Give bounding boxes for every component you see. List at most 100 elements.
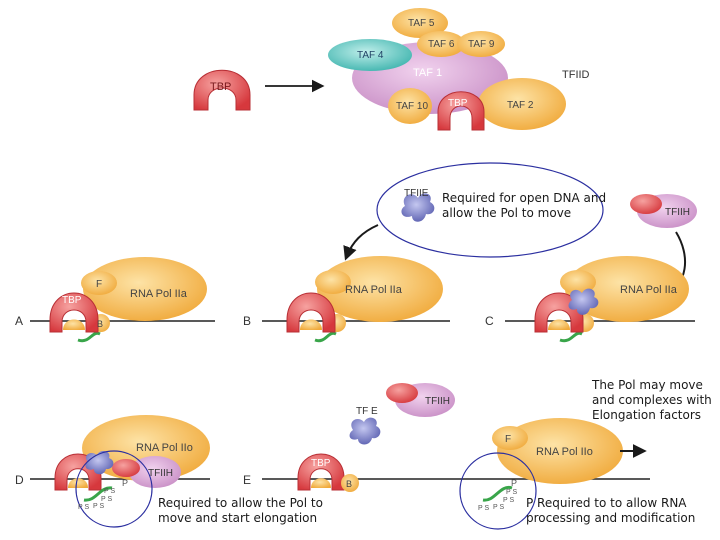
taf10-label: TAF 10 [396,101,428,112]
stage-a-b: B [97,319,103,329]
note-rna-processing-line1: P Required to to allow RNA [526,496,687,510]
promoter-c [548,319,570,330]
note-start-elongation-line1: Required to allow the Pol to [158,496,323,510]
stage-d-tfiih: TFIIH [148,468,173,479]
promoter-b [300,319,322,330]
stage-d-ps4: P S [78,504,89,511]
tbp-a [49,292,99,333]
stage-e-b: B [346,479,352,489]
stage-f-pol: RNA Pol IIo [536,446,593,458]
tbp-free-label: TBP [210,81,231,93]
tfiih2-red-subunit [386,383,418,403]
stage-b-letter: B [243,314,251,328]
stage-f-ps4: P S [478,505,489,512]
taf1-label: TAF 1 [413,67,442,79]
note-elongation-line2: and complexes with [592,393,712,407]
tfiih-label: TFIIH [665,207,690,218]
stage-d-ps3: P S [93,503,104,510]
stage-f-ps2: P S [503,497,514,504]
tfiif-a [81,271,117,295]
arrow-tfiie-to-b [343,224,379,261]
stage-c-pol: RNA Pol IIa [620,284,678,296]
note-start-elongation-line2: move and start elongation [158,511,318,525]
stage-d-letter: D [15,473,24,487]
note1-highlight-ellipse [376,162,604,258]
taf6 [417,31,465,57]
stage-e-letter: E [243,473,251,487]
note-elongation-line3: Elongation factors [592,408,702,422]
ctd-b [314,331,337,343]
taf9 [457,31,505,57]
tfiib-e [341,474,359,492]
taf5-label: TAF 5 [408,18,435,29]
stage-f-p: P [511,478,517,488]
stage-f-ps1: P S [506,489,517,496]
stage-f: F RNA Pol IIo P P S P S P S P S [459,418,650,530]
tfiid-complex: TAF 5 TAF 4 TAF 6 TAF 9 TAF 1 TAF 10 TBP… [328,8,590,131]
taf2-label: TAF 2 [507,100,534,111]
ctd-a [77,331,101,343]
stage-a-tbp: TBP [62,295,82,306]
highlight-circle-f [459,452,537,530]
tfe-free: TF E [349,406,381,445]
tfiid-label: TFIID [562,69,590,81]
stage-d-p: P [122,478,128,488]
tfiih-free: TFIIH [630,194,697,228]
ctd-d [83,486,113,502]
taf6-label: TAF 6 [428,39,455,50]
tbp-bound [437,91,485,131]
stage-f-ps3: P S [493,504,504,511]
taf4-label: TAF 4 [357,50,384,61]
stage-a-f: F [96,279,102,290]
tfiih-free-2: TFIIH [386,383,455,417]
taf2 [478,78,566,130]
tfiif-c [560,270,596,294]
taf5 [392,8,448,38]
tfiif-f [492,426,528,450]
tfe-shape [349,417,381,445]
taf9-label: TAF 9 [468,39,495,50]
tfiif-b [315,270,351,294]
tbp-b [286,292,336,333]
tfiih-red-d [112,459,140,477]
taf10 [388,88,432,124]
tbp-free: TBP [193,69,251,111]
note-elongation-line1: The Pol may move [592,378,703,392]
tfiie-c [568,288,599,315]
tbp-shape [193,69,251,111]
promoter-a [63,319,85,330]
tfe-label: TF E [356,406,378,417]
note-open-dna: Required for open DNA and allow the Pol … [442,191,612,221]
stage-c-letter: C [485,314,494,328]
stage-b: B RNA Pol IIa [243,256,450,343]
tfiie-d [85,451,114,475]
tbp-e [297,453,345,491]
tfiie-label: TFIIE [404,188,429,199]
stage-a-pol: RNA Pol IIa [130,288,188,300]
tfiih2-label: TFIIH [425,396,450,407]
ctd-c [559,331,583,343]
tfiie-free: TFIIE [401,188,435,222]
note-open-dna-line2: allow the Pol to move [442,206,572,220]
note-rna-processing-line2: processing and modification [526,511,696,525]
stage-f-f: F [505,434,511,445]
stage-b-pol: RNA Pol IIa [345,284,403,296]
stage-d-pol: RNA Pol IIo [136,442,193,454]
stage-a-letter: A [15,314,23,328]
stage-d: D RNA Pol IIo TFIIH P P S P S P S P S [15,415,210,528]
taf4 [328,39,412,71]
stage-c: C RNA Pol IIa [485,256,695,343]
stage-d-ps1: P S [104,488,115,495]
note-elongation-factors: The Pol may move and complexes with Elon… [592,378,716,423]
pol-b [317,256,443,322]
tfiie-shape [401,193,435,222]
pol-a [83,257,207,321]
tfiih-red-subunit [630,194,662,214]
stage-e: E TBP B [243,453,470,492]
note-rna-processing: P Required to to allow RNA processing an… [526,496,716,526]
stage-e-tbp: TBP [311,458,331,469]
highlight-circle-d [75,450,153,528]
stage-a: A F RNA Pol IIa TBP B [15,257,215,343]
note-start-elongation: Required to allow the Pol to move and st… [158,496,348,526]
